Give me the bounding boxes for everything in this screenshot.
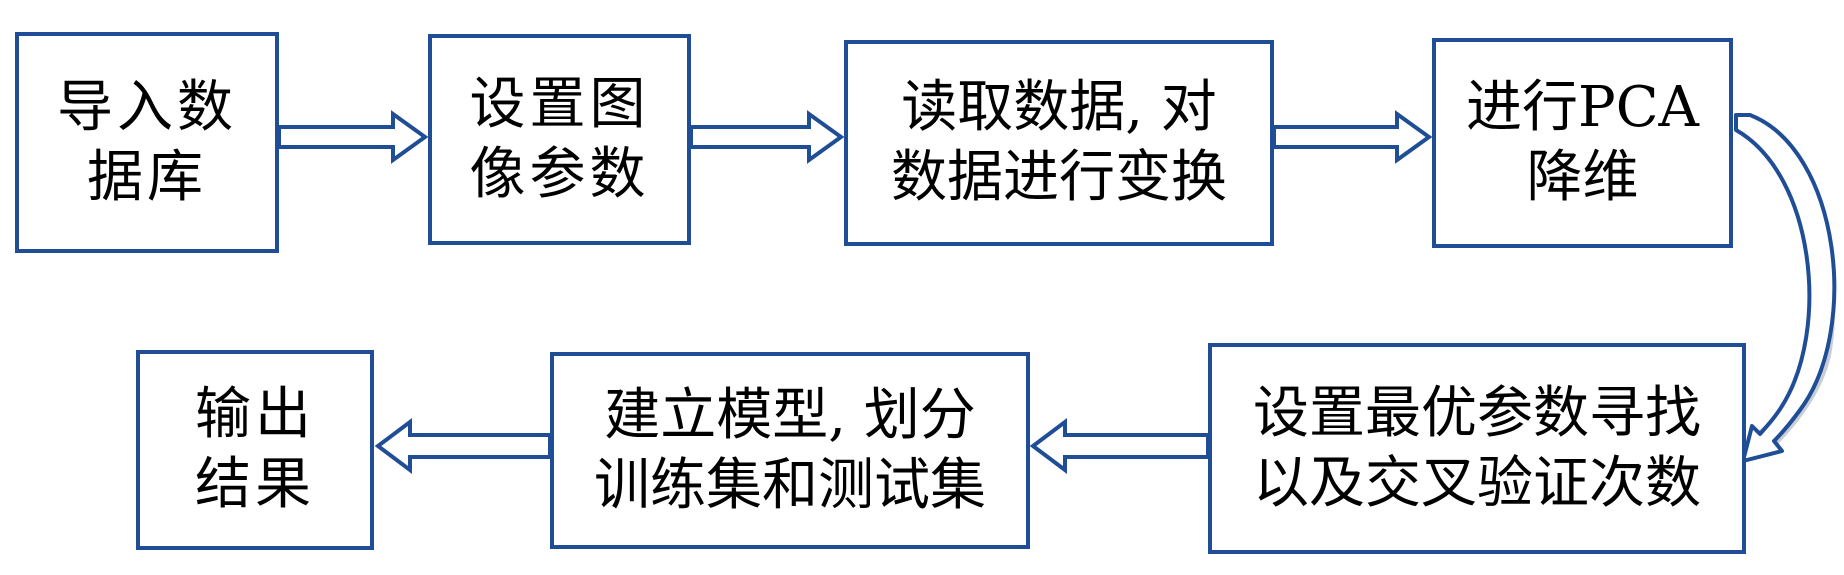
arrow-n3-to-n4 <box>1272 110 1433 164</box>
step-output-results-line-2: 结果 <box>195 452 315 517</box>
arrow-n1-to-n2 <box>277 110 429 164</box>
arrow-n5-to-n6 <box>1029 418 1210 474</box>
step-read-transform-data-line-2: 数据进行变换 <box>891 145 1227 210</box>
step-read-transform-data-line-1: 读取数据, 对 <box>901 75 1217 140</box>
arrow-n2-to-n3 <box>689 110 845 164</box>
step-optimal-params-cross-validation: 设置最优参数寻找 以及交叉验证次数 <box>1208 343 1746 554</box>
step-import-database: 导入数 据库 <box>15 32 279 253</box>
step-set-image-params: 设置图 像参数 <box>428 34 691 245</box>
step-read-transform-data: 读取数据, 对 数据进行变换 <box>844 40 1274 246</box>
step-optimal-params-cross-validation-line-2: 以及交叉验证次数 <box>1253 450 1701 516</box>
step-pca-reduction: 进行PCA 降维 <box>1432 38 1733 248</box>
arrow-n6-to-n7 <box>374 418 552 474</box>
step-build-model-split-sets-line-2: 训练集和测试集 <box>594 452 986 518</box>
step-import-database-line-1: 导入数 <box>57 74 237 140</box>
step-build-model-split-sets: 建立模型, 划分 训练集和测试集 <box>550 352 1030 549</box>
step-build-model-split-sets-line-1: 建立模型, 划分 <box>604 382 976 448</box>
step-pca-reduction-line-1: 进行PCA <box>1466 75 1699 140</box>
step-output-results-line-1: 输出 <box>195 382 315 447</box>
step-import-database-line-2: 据库 <box>87 144 207 210</box>
arrow-n4-to-n5 <box>1734 113 1837 463</box>
step-pca-reduction-line-2: 降维 <box>1526 145 1639 210</box>
step-output-results: 输出 结果 <box>136 350 374 550</box>
step-set-image-params-line-2: 像参数 <box>469 141 650 207</box>
step-optimal-params-cross-validation-line-1: 设置最优参数寻找 <box>1253 380 1701 446</box>
step-set-image-params-line-1: 设置图 <box>469 71 650 137</box>
